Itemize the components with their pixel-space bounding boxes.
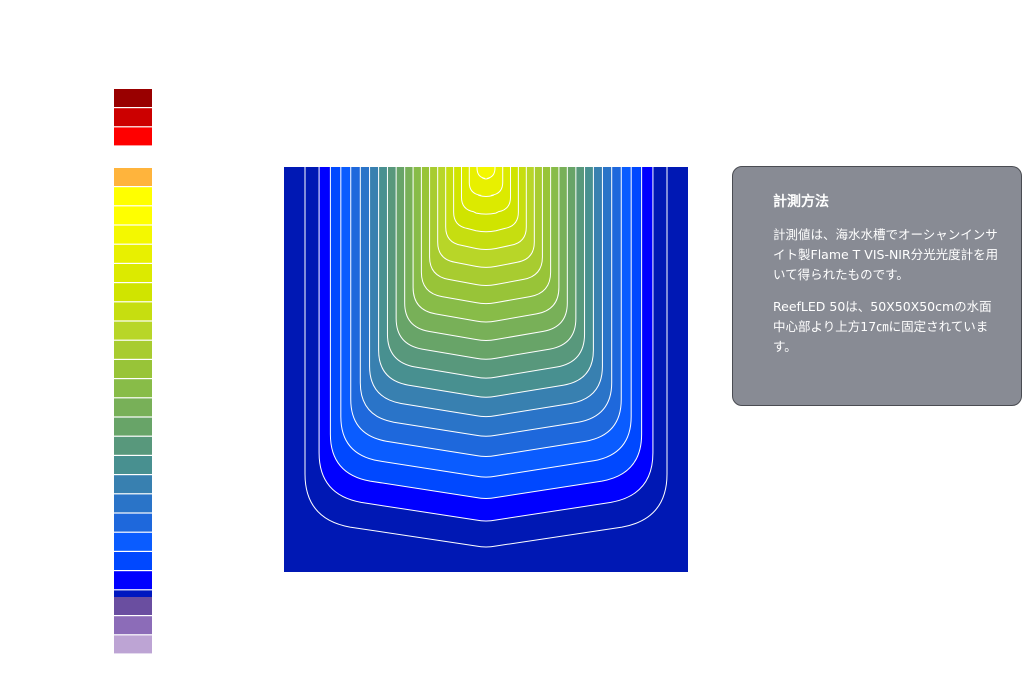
legend-swatch-4 bbox=[114, 225, 152, 244]
legend-swatch-16 bbox=[114, 456, 152, 474]
legend-swatch-1 bbox=[114, 168, 152, 186]
measurement-method-panel: 計測方法 計測値は、海水水槽でオーシャンインサイト製Flame T VIS-NI… bbox=[732, 166, 1022, 406]
legend-swatch-7 bbox=[114, 283, 152, 302]
contour-band-20 bbox=[476, 167, 496, 180]
legend-swatch-top-2 bbox=[114, 108, 152, 127]
color-scale-legend bbox=[114, 89, 152, 654]
legend-swatch-top-1 bbox=[114, 89, 152, 107]
legend-swatch-5 bbox=[114, 244, 152, 263]
legend-swatch-12 bbox=[114, 379, 152, 398]
legend-swatch-bottom-1 bbox=[114, 597, 152, 615]
legend-swatch-3 bbox=[114, 206, 152, 225]
legend-swatch-18 bbox=[114, 494, 152, 513]
legend-swatch-8 bbox=[114, 302, 152, 321]
legend-swatch-15 bbox=[114, 436, 152, 455]
panel-paragraph-2: ReefLED 50は、50X50X50cmの水面中心部より上方17㎝に固定され… bbox=[773, 299, 992, 354]
legend-swatch-17 bbox=[114, 475, 152, 494]
legend-swatch-10 bbox=[114, 340, 152, 359]
legend-swatch-20 bbox=[114, 532, 152, 551]
panel-title: 計測方法 bbox=[773, 194, 829, 210]
light-intensity-contour-map bbox=[284, 167, 688, 572]
panel-paragraph-1: 計測値は、海水水槽でオーシャンインサイト製Flame T VIS-NIR分光光度… bbox=[773, 227, 999, 282]
legend-swatch-14 bbox=[114, 417, 152, 436]
legend-swatch-22 bbox=[114, 571, 152, 590]
legend-swatch-9 bbox=[114, 321, 152, 340]
contour-band-19 bbox=[468, 167, 504, 197]
legend-swatch-2 bbox=[114, 187, 152, 206]
legend-swatch-11 bbox=[114, 360, 152, 378]
legend-swatch-19 bbox=[114, 513, 152, 532]
legend-swatch-21 bbox=[114, 552, 152, 570]
legend-swatch-6 bbox=[114, 264, 152, 282]
legend-swatch-bottom-2 bbox=[114, 616, 152, 635]
legend-swatch-top-3 bbox=[114, 127, 152, 146]
legend-swatch-bottom-3 bbox=[114, 635, 152, 654]
legend-swatch-13 bbox=[114, 398, 152, 417]
